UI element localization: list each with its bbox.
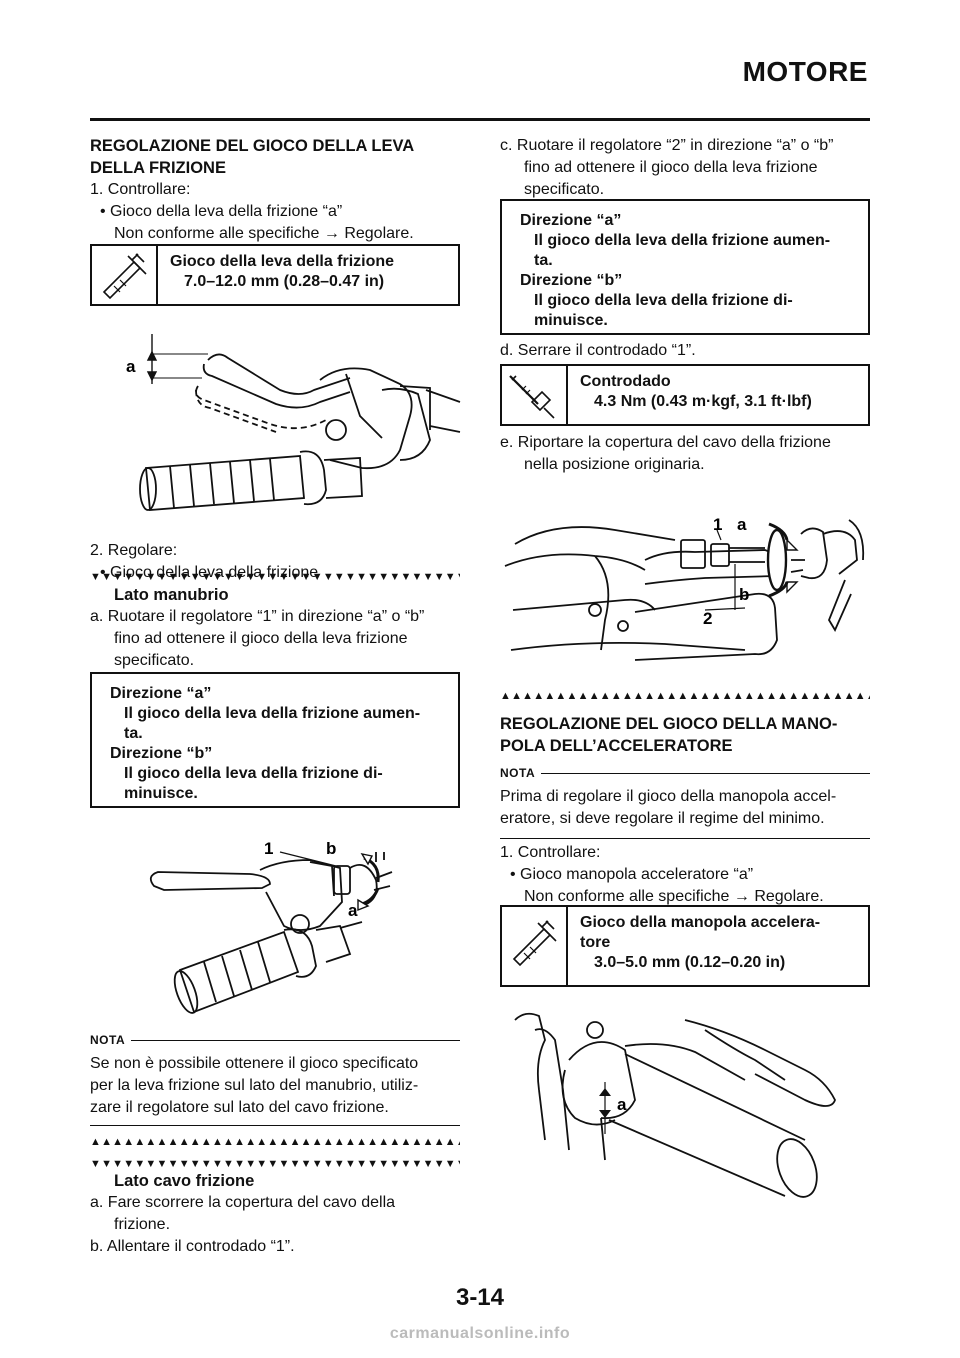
figure-handlebar-adjuster: 1 b a (149, 839, 393, 1014)
fig1-label-a: a (126, 357, 136, 376)
fig3-label-2: 2 (703, 609, 712, 628)
fig2-label-a: a (348, 901, 358, 920)
figure-clutch-lever-play: a (126, 334, 461, 511)
icon-cell (92, 246, 158, 304)
figure-throttle-grip: a (514, 1012, 836, 1198)
fig4-label-a: a (617, 1095, 627, 1114)
watermark: carmanualsonline.info (389, 1325, 571, 1342)
right-step-d: d. Serrare il controdado “1”. (500, 342, 696, 359)
sub-heading-handlebar: Lato manubrio (114, 586, 229, 604)
step-2: 2. Regolare: (90, 542, 178, 559)
fig2-label-1: 1 (264, 839, 273, 858)
direction-box-left: Direzione “a” Il gioco della leva della … (90, 672, 460, 808)
nota-right-end-rule (500, 838, 870, 839)
torque-box-locknut: Controdado 4.3 Nm (0.43 m·kgf, 3.1 ft·lb… (500, 364, 870, 426)
fig3-label-1: 1 (713, 515, 722, 534)
direction-box-right: Direzione “a” Il gioco della leva della … (500, 199, 870, 335)
nota-left-end-rule (90, 1125, 460, 1126)
fig3-label-a: a (737, 515, 747, 534)
spec-text: Gioco della leva della frizione 7.0–12.0… (170, 252, 450, 292)
spec-text: Gioco della manopola accelera- tore 3.0–… (580, 913, 860, 973)
torque-wrench-icon (509, 375, 555, 419)
cable-step-a-1: a. Fare scorrere la copertura del cavo d… (90, 1194, 396, 1211)
left-column: REGOLAZIONE DEL GIOCO DELLA LEVA DELLA F… (90, 135, 460, 245)
step-2-bullet: • Gioco della leva della frizione (100, 564, 319, 581)
nota-label: NOTA (90, 1033, 126, 1047)
caliper-icon (512, 920, 557, 967)
sub-step-a-2: fino ad ottenere il gioco della leva fri… (114, 630, 408, 647)
sub-step-a-1: a. Ruotare il regolatore “1” in direzion… (90, 608, 425, 625)
nota-right-text: Prima di regolare il gioco della manopol… (500, 788, 837, 827)
sub-step-a-3: specificato. (114, 652, 195, 669)
spec-value: 3.0–5.0 mm (0.12–0.20 in) (594, 954, 786, 971)
page-header-title: MOTORE (742, 56, 868, 87)
icon-cell (502, 366, 568, 424)
torque-value: 4.3 Nm (0.43 m·kgf, 3.1 ft·lbf) (594, 393, 812, 410)
nota-rule (131, 1039, 460, 1041)
spec-box-throttle: Gioco della manopola accelera- tore 3.0–… (500, 905, 870, 987)
nota-rule (541, 772, 870, 774)
caliper-icon (102, 253, 147, 300)
direction-text-right: Direzione “a” Il gioco della leva della … (520, 212, 831, 329)
torque-text: Controdado 4.3 Nm (0.43 m·kgf, 3.1 ft·lb… (580, 372, 860, 412)
header-rule (90, 118, 870, 121)
nota-right: NOTA (500, 766, 870, 780)
nota-left: NOTA (90, 1033, 460, 1047)
cable-step-a-2: frizione. (114, 1216, 171, 1233)
page-number: 3-14 (455, 1284, 505, 1311)
right-step-1: 1. Controllare: • Gioco manopola acceler… (500, 844, 824, 905)
torque-title: Controdado (580, 373, 671, 390)
step-1-bullet: • Gioco della leva della frizione “a” (100, 203, 343, 220)
left-step-2: 2. Regolare: • Gioco della leva della fr… (90, 540, 460, 584)
fig2-label-b: b (326, 839, 336, 858)
nota-left-text: Se non è possibile ottenere il gioco spe… (90, 1055, 419, 1116)
right-step-c: c. Ruotare il regolatore “2” in direzion… (500, 137, 834, 198)
triangle-row-down: ▼▼▼▼▼▼▼▼▼▼▼▼▼▼▼▼▼▼▼▼▼▼▼▼▼▼▼▼▼▼▼▼▼▼▼▼▼ (90, 572, 460, 582)
fig3-label-b: b (739, 585, 749, 604)
right-step-e: e. Riportare la copertura del cavo della… (500, 434, 831, 473)
cable-step-b: b. Allentare il controdado “1”. (90, 1238, 295, 1255)
left-handlebar-side: Lato manubrio a. Ruotare il regolatore “… (90, 584, 460, 672)
triangle-row-down-2: ▼▼▼▼▼▼▼▼▼▼▼▼▼▼▼▼▼▼▼▼▼▼▼▼▼▼▼▼▼▼▼▼▼▼▼▼▼ (90, 1159, 460, 1169)
step-1: 1. Controllare: (90, 181, 191, 198)
direction-text: Direzione “a” Il gioco della leva della … (110, 685, 421, 802)
section-heading: REGOLAZIONE DEL GIOCO DELLA LEVA DELLA F… (90, 137, 415, 177)
nota-label: NOTA (500, 766, 536, 780)
triangle-row-up-right: ▲▲▲▲▲▲▲▲▲▲▲▲▲▲▲▲▲▲▲▲▲▲▲▲▲▲▲▲▲▲▲▲▲▲▲▲▲ (500, 691, 870, 701)
left-cable-side: Lato cavo frizione a. Fare scorrere la c… (90, 1170, 460, 1258)
spec-value: 7.0–12.0 mm (0.28–0.47 in) (184, 273, 385, 290)
right-heading-2: REGOLAZIONE DEL GIOCO DELLA MANO- POLA D… (500, 715, 838, 755)
figure-cable-adjuster: 1 a b 2 (504, 515, 865, 661)
sub-heading-cable: Lato cavo frizione (114, 1172, 255, 1190)
triangle-row-up: ▲▲▲▲▲▲▲▲▲▲▲▲▲▲▲▲▲▲▲▲▲▲▲▲▲▲▲▲▲▲▲▲▲▲▲▲▲ (90, 1137, 460, 1147)
icon-cell (502, 907, 568, 985)
spec-box-clutch-lever: Gioco della leva della frizione 7.0–12.0… (90, 244, 460, 306)
step-1-note: Non conforme alle specifiche → Regolare. (114, 225, 414, 242)
spec-title: Gioco della leva della frizione (170, 253, 395, 270)
